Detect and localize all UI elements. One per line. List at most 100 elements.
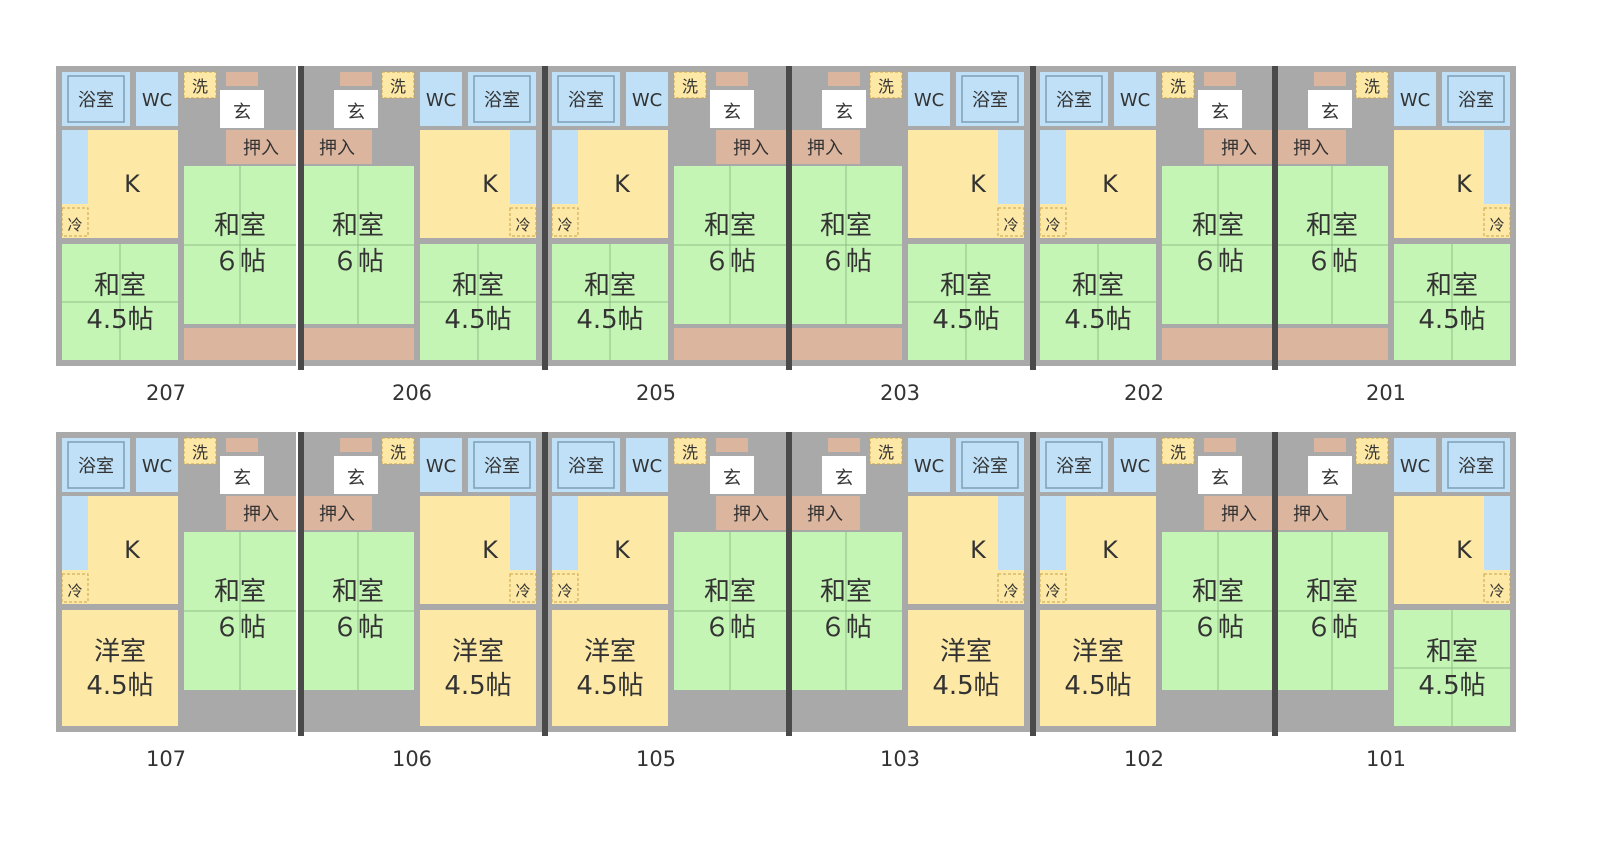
entrance-label: 玄 — [1211, 102, 1229, 123]
washitsu-6-size: ６帖 — [1192, 613, 1244, 643]
bathtub — [557, 75, 615, 123]
yoshitsu-4-5 — [62, 610, 178, 726]
front-room-size: 4.5帖 — [932, 671, 999, 701]
back-closet — [1276, 328, 1388, 360]
front-room-label: 和室 — [1426, 271, 1478, 301]
entrance — [822, 456, 866, 494]
laundry-label: 洗 — [390, 77, 406, 96]
washitsu-6-size: ６帖 — [214, 247, 266, 277]
bathroom-label: 浴室 — [1458, 90, 1494, 111]
washitsu-6-label: 和室 — [214, 577, 266, 607]
unit-number: 102 — [1124, 747, 1164, 771]
kitchen-label: K — [124, 536, 141, 564]
front-room-label: 和室 — [584, 271, 636, 301]
kitchen-label: K — [482, 170, 499, 198]
front-room-label: 洋室 — [1072, 637, 1124, 667]
laundry-label: 洗 — [878, 77, 894, 96]
bathroom-label: 浴室 — [568, 90, 604, 111]
back-closet — [674, 328, 786, 360]
entrance-label: 玄 — [347, 468, 365, 489]
laundry-space — [673, 71, 707, 99]
front-room-size: 4.5帖 — [1418, 671, 1485, 701]
unit-number: 107 — [146, 747, 186, 771]
unit-number: 106 — [392, 747, 432, 771]
bathtub — [67, 75, 125, 123]
wc — [908, 438, 950, 492]
wc — [136, 72, 178, 126]
laundry-space — [183, 71, 217, 99]
bathroom-label: 浴室 — [78, 90, 114, 111]
washitsu-6-label: 和室 — [1192, 211, 1244, 241]
wc-label: WC — [142, 456, 172, 477]
entrance — [220, 456, 264, 494]
shoe-box — [1204, 72, 1236, 86]
party-wall — [1272, 432, 1278, 736]
bathtub — [557, 441, 615, 489]
laundry-label: 洗 — [390, 443, 406, 462]
shoe-box — [716, 438, 748, 452]
kitchen-label: K — [1456, 170, 1473, 198]
bathroom-label: 浴室 — [484, 90, 520, 111]
closet — [1276, 130, 1346, 164]
laundry-label: 洗 — [1364, 77, 1380, 96]
bathtub — [1447, 75, 1505, 123]
sink-counter — [998, 496, 1024, 570]
fridge-space — [551, 207, 579, 237]
party-wall — [1030, 432, 1036, 736]
fridge-space — [509, 573, 537, 603]
washitsu-6-size: ６帖 — [332, 613, 384, 643]
fridge-space — [1483, 573, 1511, 603]
fridge-space — [997, 573, 1025, 603]
sink-counter — [1040, 496, 1066, 570]
party-wall — [1272, 66, 1278, 370]
back-closet — [302, 328, 414, 360]
laundry-space — [1161, 71, 1195, 99]
front-room-size: 4.5帖 — [932, 305, 999, 335]
yoshitsu-4-5 — [908, 610, 1024, 726]
unit-number: 202 — [1124, 381, 1164, 405]
fridge-label: 冷 — [1489, 216, 1504, 234]
kitchen-label: K — [614, 170, 631, 198]
washitsu-6-size: ６帖 — [704, 613, 756, 643]
entrance-label: 玄 — [723, 102, 741, 123]
bathroom-label: 浴室 — [1056, 90, 1092, 111]
fridge-space — [997, 207, 1025, 237]
laundry-label: 洗 — [682, 77, 698, 96]
washitsu-6-label: 和室 — [1192, 577, 1244, 607]
laundry-space — [183, 437, 217, 465]
bathroom-label: 浴室 — [972, 90, 1008, 111]
closet — [302, 130, 372, 164]
sink-counter — [998, 130, 1024, 204]
wc — [1114, 72, 1156, 126]
front-room-label: 洋室 — [584, 637, 636, 667]
fridge-label: 冷 — [1003, 582, 1018, 600]
closet — [226, 496, 296, 530]
closet — [790, 496, 860, 530]
party-wall — [1030, 66, 1036, 370]
back-closet — [790, 328, 902, 360]
wc — [1114, 438, 1156, 492]
wc — [1394, 72, 1436, 126]
entrance — [220, 90, 264, 128]
fridge-space — [551, 573, 579, 603]
fridge-label: 冷 — [515, 582, 530, 600]
wc-label: WC — [632, 456, 662, 477]
bathroom-label: 浴室 — [972, 456, 1008, 477]
front-room-label: 洋室 — [94, 637, 146, 667]
closet-label: 押入 — [807, 138, 843, 159]
fridge-space — [1483, 207, 1511, 237]
front-room-size: 4.5帖 — [1418, 305, 1485, 335]
washitsu-6-label: 和室 — [704, 577, 756, 607]
entrance-label: 玄 — [347, 102, 365, 123]
entrance-label: 玄 — [835, 468, 853, 489]
fridge-label: 冷 — [557, 216, 572, 234]
kitchen-label: K — [970, 170, 987, 198]
laundry-space — [1161, 437, 1195, 465]
entrance — [710, 456, 754, 494]
entrance — [1308, 90, 1352, 128]
